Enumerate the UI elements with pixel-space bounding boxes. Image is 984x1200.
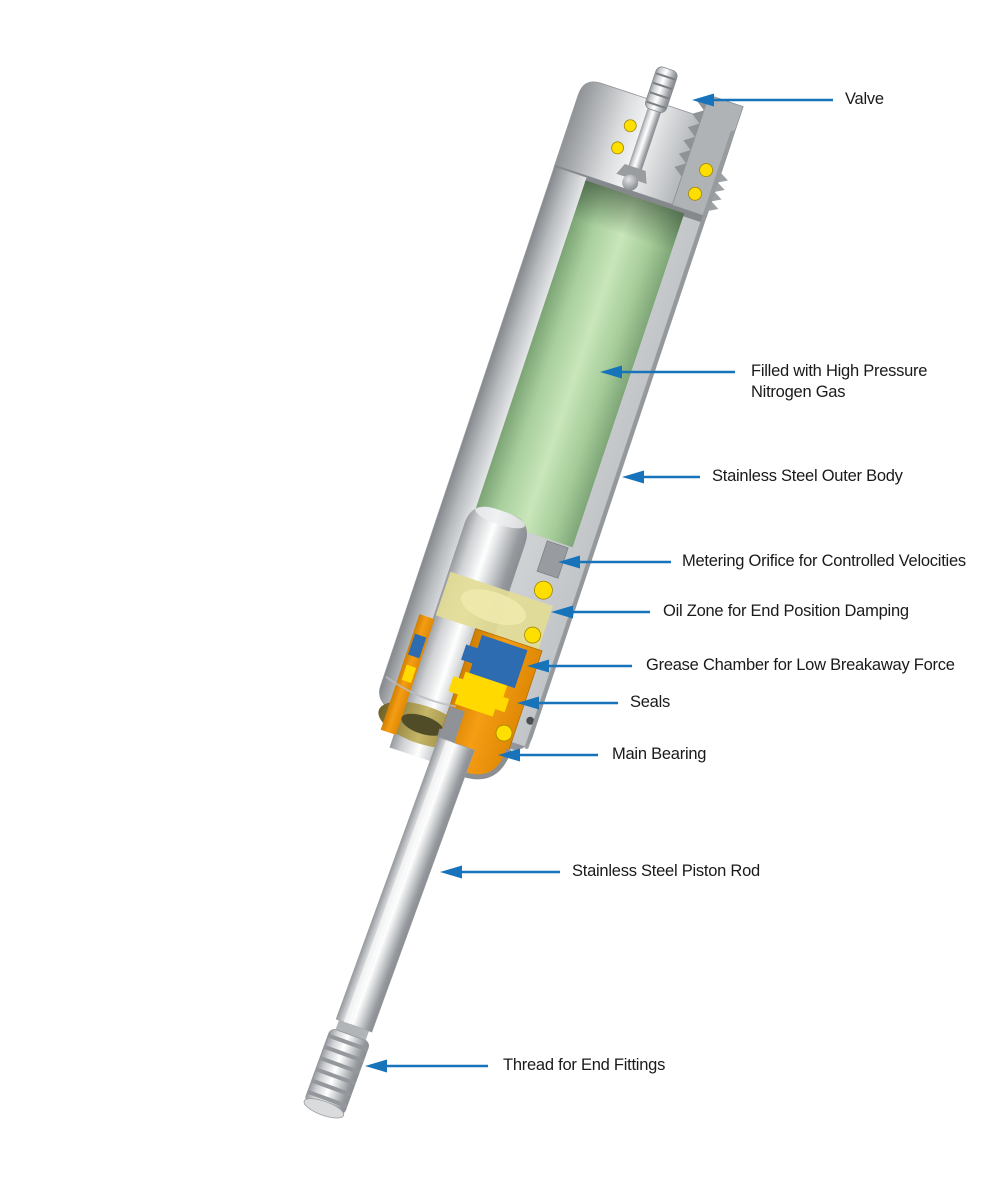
o-ring xyxy=(699,163,713,177)
callout-piston-rod: Stainless Steel Piston Rod xyxy=(572,862,760,880)
seals-part xyxy=(448,671,510,717)
arrow-valve xyxy=(692,93,833,107)
arrow-thread xyxy=(365,1059,488,1073)
o-ring xyxy=(623,119,637,133)
callout-thread: Thread for End Fittings xyxy=(503,1056,666,1074)
callout-metering-orifice: Metering Orifice for Controlled Velociti… xyxy=(682,552,966,570)
inner-piston-tube xyxy=(389,506,528,768)
o-ring xyxy=(533,580,553,600)
arrow-main-bearing xyxy=(498,748,598,762)
piston-rod xyxy=(303,736,475,1119)
arrow-outer-body xyxy=(622,470,700,484)
nitrogen-chamber xyxy=(473,180,685,548)
callout-seals: Seals xyxy=(630,693,671,711)
arrow-oil-zone xyxy=(551,605,650,619)
callout-valve: Valve xyxy=(845,90,884,108)
valve-pin xyxy=(616,66,678,191)
arrow-nitrogen-gas xyxy=(600,365,735,379)
callout-main-bearing: Main Bearing xyxy=(612,745,707,763)
o-ring xyxy=(495,724,513,742)
arrow-seals xyxy=(517,696,618,710)
thread-end xyxy=(303,1029,369,1119)
o-ring xyxy=(688,186,702,201)
callout-outer-body: Stainless Steel Outer Body xyxy=(712,467,903,485)
arrow-piston-rod xyxy=(440,865,560,879)
o-ring xyxy=(611,141,624,155)
grease-chamber-part xyxy=(461,635,528,689)
callout-oil-zone: Oil Zone for End Position Damping xyxy=(663,602,909,620)
arrow-metering-orifice xyxy=(558,555,671,569)
spring-body xyxy=(378,66,744,780)
callout-nitrogen-gas: Filled with High Pressure Nitrogen Gas xyxy=(751,362,928,401)
callout-grease-chamber: Grease Chamber for Low Breakaway Force xyxy=(646,656,955,674)
arrow-grease-chamber xyxy=(527,659,632,673)
o-ring xyxy=(524,626,541,644)
